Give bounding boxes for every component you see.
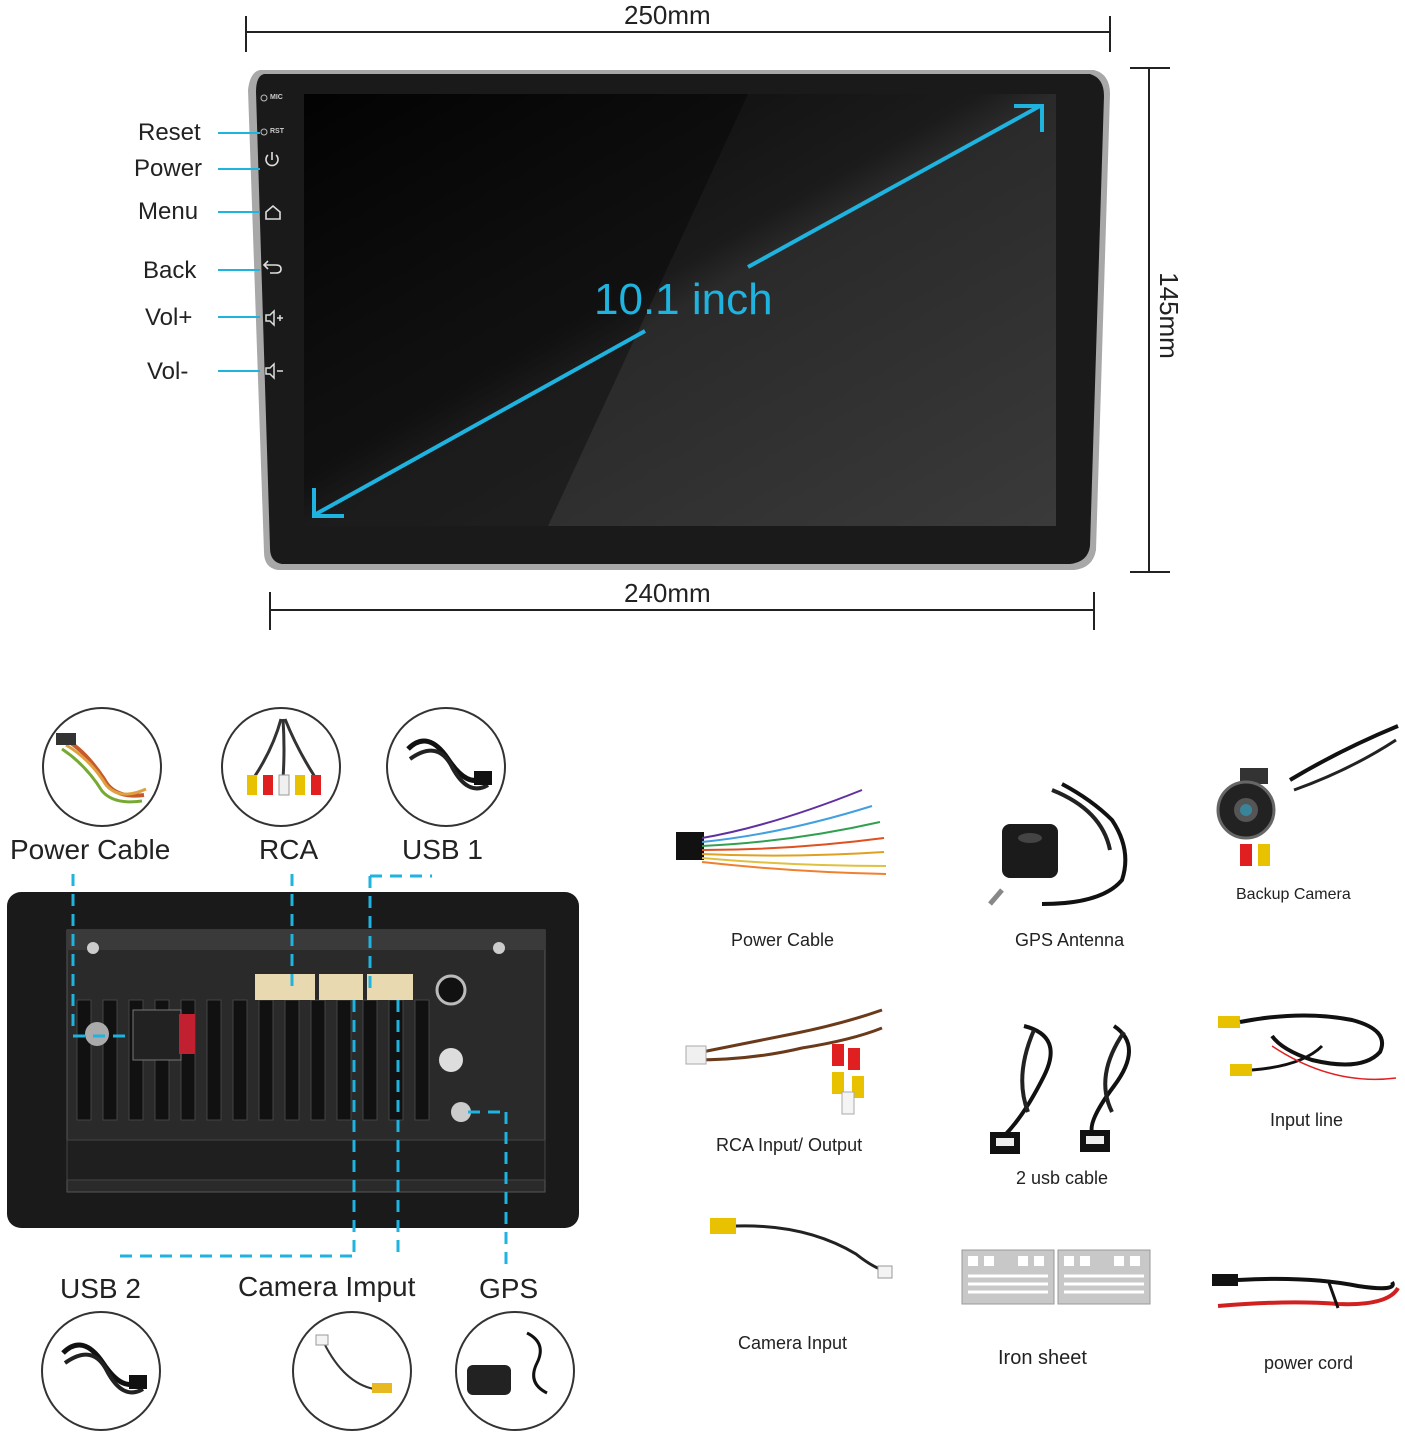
accessory-input-line: Input line [1270, 1110, 1344, 1130]
vol-up-label: Vol+ [145, 304, 193, 331]
diagonal-arrow [312, 104, 1044, 518]
rca-thumb [221, 707, 341, 827]
mic-label: MIC [270, 94, 283, 101]
port-label-usb1: USB 1 [402, 834, 483, 865]
power-icon[interactable] [263, 151, 281, 169]
camera-input-image [710, 1218, 893, 1279]
usb-cables-image [990, 1024, 1131, 1154]
menu-label: Menu [138, 198, 199, 225]
power-cable-thumb [42, 707, 162, 827]
accessory-usb-cable: 2 usb cable [1016, 1168, 1109, 1188]
port-pointer-lines [71, 874, 508, 1270]
iron-sheet-image [961, 1249, 1151, 1305]
accessory-camera-input: Camera Input [738, 1333, 848, 1353]
height-label: 145mm [1153, 272, 1184, 359]
usb-cable-icon [406, 738, 492, 791]
power-label: Power [134, 155, 203, 182]
button-leader-lines [218, 132, 260, 372]
accessory-power-cable: Power Cable [731, 930, 835, 950]
rca-input-output-image [685, 1008, 883, 1115]
gps-thumb [455, 1311, 575, 1431]
accessory-backup-camera: Backup Camera [1236, 886, 1351, 903]
rst-hole-icon [260, 128, 268, 136]
accessory-rca-input-output: RCA Input/ Output [716, 1135, 863, 1155]
accessory-gps-antenna: GPS Antenna [1015, 930, 1125, 950]
rear-chassis [5, 890, 582, 1230]
power-cord-image [1212, 1274, 1400, 1309]
rear-panel-drawing [7, 892, 579, 1228]
rst-label: RST [270, 128, 284, 135]
port-label-usb2: USB 2 [60, 1273, 141, 1304]
gps-antenna-icon [467, 1331, 548, 1395]
volume-up-icon[interactable] [264, 309, 286, 327]
mic-hole-icon [260, 94, 268, 102]
home-icon[interactable] [264, 203, 282, 221]
power-cable-image [676, 789, 887, 875]
top-dimension-line [245, 16, 1111, 52]
accessory-iron-sheet: Iron sheet [998, 1347, 1087, 1369]
top-width-label: 250mm [620, 0, 715, 31]
diagonal-size-label: 10.1 inch [594, 275, 773, 324]
camera-input-thumb [292, 1311, 412, 1431]
port-label-rca: RCA [259, 834, 319, 865]
wire-harness-icon [56, 733, 147, 804]
bottom-width-label: 240mm [620, 578, 715, 609]
camera-cable-icon [315, 1334, 392, 1393]
backup-camera-image [1216, 724, 1399, 866]
vol-down-label: Vol- [147, 358, 189, 385]
back-arrow-icon[interactable] [262, 257, 284, 275]
usb-cable-icon [61, 1342, 147, 1395]
input-line-image [1218, 1013, 1397, 1081]
volume-down-icon[interactable] [264, 362, 286, 380]
usb1-thumb [386, 707, 506, 827]
port-label-gps: GPS [479, 1273, 539, 1304]
height-dimension-line [1130, 67, 1170, 573]
bottom-dimension-line [269, 592, 1095, 630]
usb2-thumb [41, 1311, 161, 1431]
port-label-power-cable: Power Cable [10, 834, 171, 865]
port-label-camera: Camera Imput [238, 1271, 416, 1302]
reset-label: Reset [138, 119, 201, 146]
gps-antenna-image [988, 782, 1128, 906]
back-label: Back [143, 257, 197, 284]
accessory-power-cord: power cord [1264, 1353, 1354, 1373]
rca-cable-icon [247, 718, 321, 796]
